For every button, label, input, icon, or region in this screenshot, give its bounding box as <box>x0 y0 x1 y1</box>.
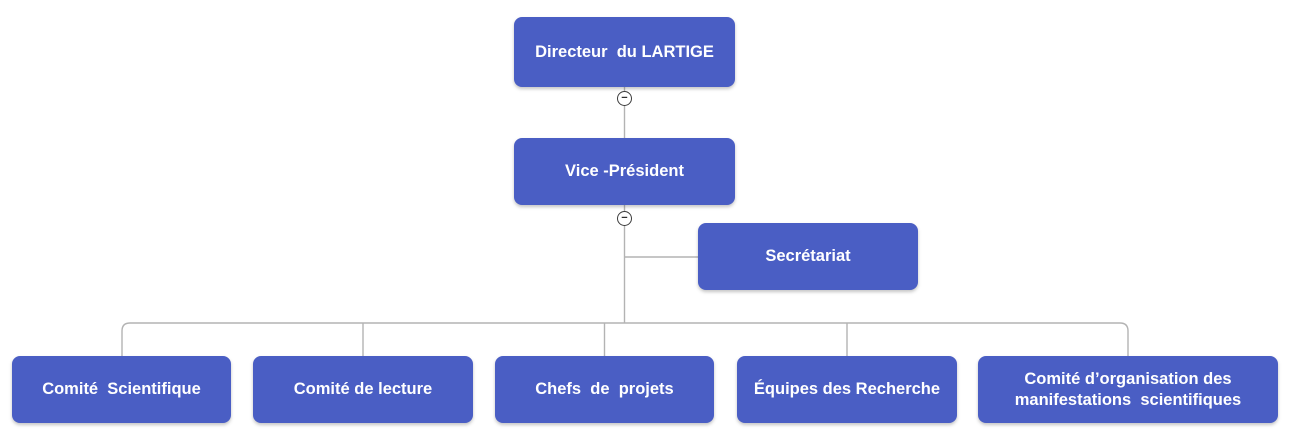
node-equipes-des-recherche[interactable]: Équipes des Recherche <box>737 356 957 423</box>
node-comite-organisation[interactable]: Comité d’organisation des manifestations… <box>978 356 1278 423</box>
node-vice-president-label: Vice -Président <box>565 162 684 181</box>
node-equipes-des-recherche-label: Équipes des Recherche <box>753 380 941 399</box>
connector-children-rail <box>121 322 1129 356</box>
node-comite-scientifique-label: Comité Scientifique <box>42 380 201 399</box>
node-comite-de-lecture-label: Comité de lecture <box>293 380 433 399</box>
node-secretariat-label: Secrétariat <box>765 247 851 266</box>
node-secretariat[interactable]: Secrétariat <box>698 223 918 290</box>
node-comite-organisation-label: Comité d’organisation des manifestations… <box>1014 370 1242 409</box>
node-comite-de-lecture[interactable]: Comité de lecture <box>253 356 473 423</box>
node-directeur-label: Directeur du LARTIGE <box>535 42 714 61</box>
node-vice-president[interactable]: Vice -Président <box>514 138 735 205</box>
node-chefs-de-projets-label: Chefs de projets <box>535 380 674 399</box>
node-chefs-de-projets[interactable]: Chefs de projets <box>495 356 714 423</box>
node-comite-scientifique[interactable]: Comité Scientifique <box>12 356 231 423</box>
collapse-toggle-directeur[interactable]: − <box>617 90 632 106</box>
collapse-toggle-vice-president[interactable]: − <box>617 210 632 226</box>
node-directeur-du-lartige[interactable]: Directeur du LARTIGE <box>514 17 735 87</box>
